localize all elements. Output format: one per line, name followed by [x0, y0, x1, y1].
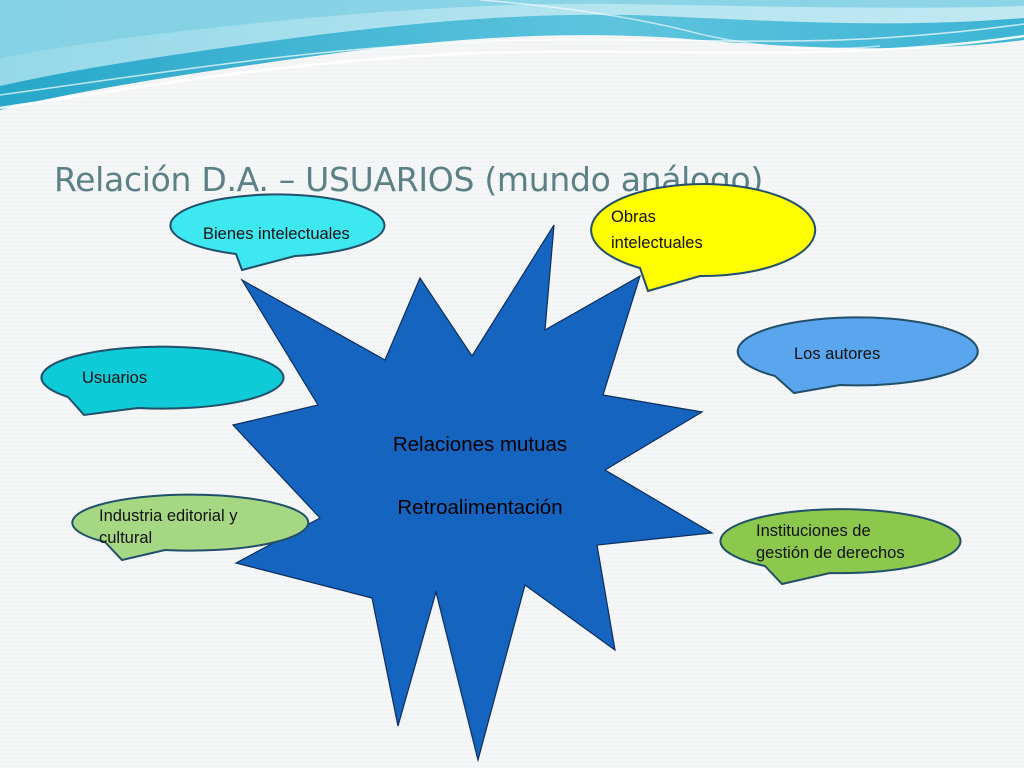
- bubble-industria-editorial: [71, 493, 310, 562]
- bubble-bienes-intelectuales: [169, 193, 386, 272]
- center-text-retroalimentacion: Retroalimentación: [397, 496, 563, 519]
- label-instituciones-line1: Instituciones de: [756, 522, 871, 540]
- label-obras-line1: Obras: [611, 208, 656, 226]
- label-industria-line1: Industria editorial y: [99, 507, 238, 525]
- bubble-usuarios: [40, 345, 285, 417]
- label-obras-line2: intelectuales: [611, 234, 703, 252]
- label-industria-line2: cultural: [99, 529, 153, 547]
- label-bienes-intelectuales: Bienes intelectuales: [203, 225, 350, 243]
- center-burst-shape: [231, 224, 714, 763]
- label-usuarios: Usuarios: [82, 369, 148, 387]
- label-los-autores: Los autores: [794, 345, 881, 363]
- bubble-instituciones: [719, 508, 962, 586]
- center-text-relaciones: Relaciones mutuas: [392, 433, 568, 456]
- bubble-obras-intelectuales: [590, 183, 817, 293]
- header-wave-decoration: [0, 0, 1024, 110]
- label-instituciones-line2: gestión de derechos: [756, 544, 905, 562]
- bubble-los-autores: [736, 316, 979, 395]
